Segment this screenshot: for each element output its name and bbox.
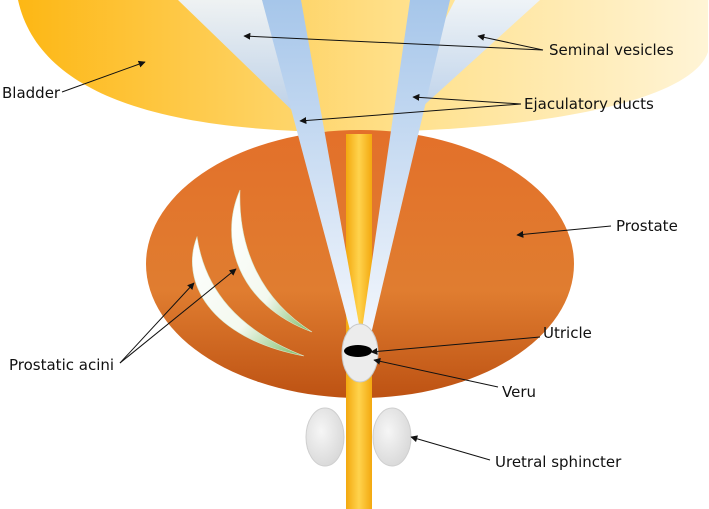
label-seminal-vesicles: Seminal vesicles — [549, 41, 674, 59]
leader-prostatic-acini-lower — [119, 282, 195, 364]
leader-prostatic-acini-upper — [119, 268, 237, 364]
leader-utricle — [370, 336, 541, 355]
label-bladder: Bladder — [2, 84, 61, 102]
label-veru: Veru — [502, 383, 536, 401]
uretral-sphincter-left — [305, 407, 345, 467]
leader-ejaculatory-ducts-right — [412, 93, 522, 105]
leader-uretral-sphincter — [410, 435, 491, 461]
seminal-vesicle-right — [395, 0, 540, 118]
seminal-vesicle-left — [178, 0, 318, 118]
prostatic-acinus-lower — [192, 235, 305, 357]
leader-ejaculatory-ducts-left — [299, 103, 522, 125]
label-uretral-sphincter: Uretral sphincter — [495, 453, 622, 471]
label-ejaculatory-ducts: Ejaculatory ducts — [524, 95, 654, 113]
utricle — [344, 345, 372, 357]
label-utricle: Utricle — [543, 324, 592, 342]
leader-veru — [373, 357, 499, 388]
leader-seminal-vesicles-right — [477, 33, 544, 51]
leader-prostate — [516, 225, 612, 238]
ejaculatory-duct-right — [362, 0, 450, 330]
bladder-shape — [18, 0, 708, 132]
prostatic-acinus-upper — [231, 189, 313, 333]
label-prostatic-acini: Prostatic acini — [9, 356, 114, 374]
uretral-sphincter-right — [372, 407, 412, 467]
leader-seminal-vesicles-left — [243, 32, 544, 51]
label-prostate: Prostate — [616, 217, 678, 235]
ejaculatory-duct-left — [262, 0, 360, 330]
leader-bladder — [61, 60, 146, 93]
